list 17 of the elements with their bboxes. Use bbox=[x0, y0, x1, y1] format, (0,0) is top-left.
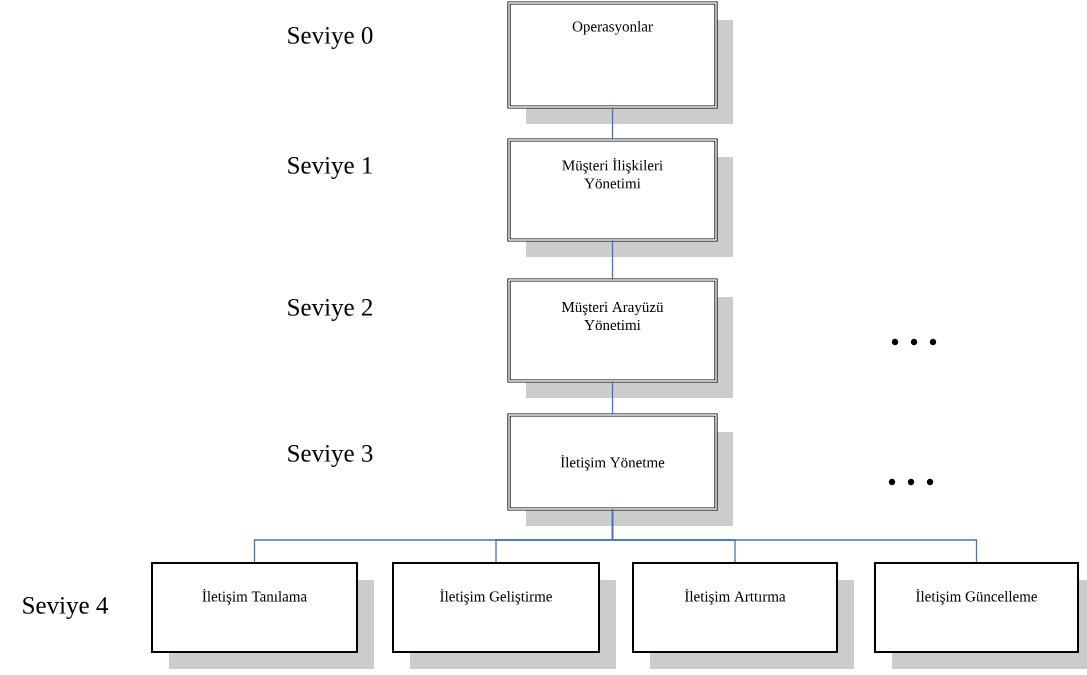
level-label: Seviye 2 bbox=[288, 299, 373, 321]
level-label: Seviye 4 bbox=[23, 597, 108, 619]
process-box: Operasyonlar bbox=[507, 1, 733, 124]
process-box: İletişim Tanılama bbox=[151, 562, 374, 669]
connector-line bbox=[611, 508, 978, 563]
connector-line bbox=[611, 380, 614, 416]
process-box: İletişim Yönetme bbox=[507, 413, 733, 526]
connector-line bbox=[611, 106, 614, 141]
level-label: Seviye 1 bbox=[288, 157, 372, 179]
connector-line bbox=[611, 239, 614, 281]
level-label: Seviye 3 bbox=[288, 445, 373, 467]
process-box: İletişim Geliştirme bbox=[392, 562, 616, 669]
process-box: İletişim Güncelleme bbox=[874, 562, 1087, 669]
process-box: Müşteri Arayüzü Yönetimi bbox=[507, 278, 733, 398]
level-label: Seviye 0 bbox=[288, 27, 373, 49]
process-box: Müşteri İlişkileri Yönetimi bbox=[507, 138, 733, 257]
process-box: İletişim Arttırma bbox=[632, 562, 854, 669]
